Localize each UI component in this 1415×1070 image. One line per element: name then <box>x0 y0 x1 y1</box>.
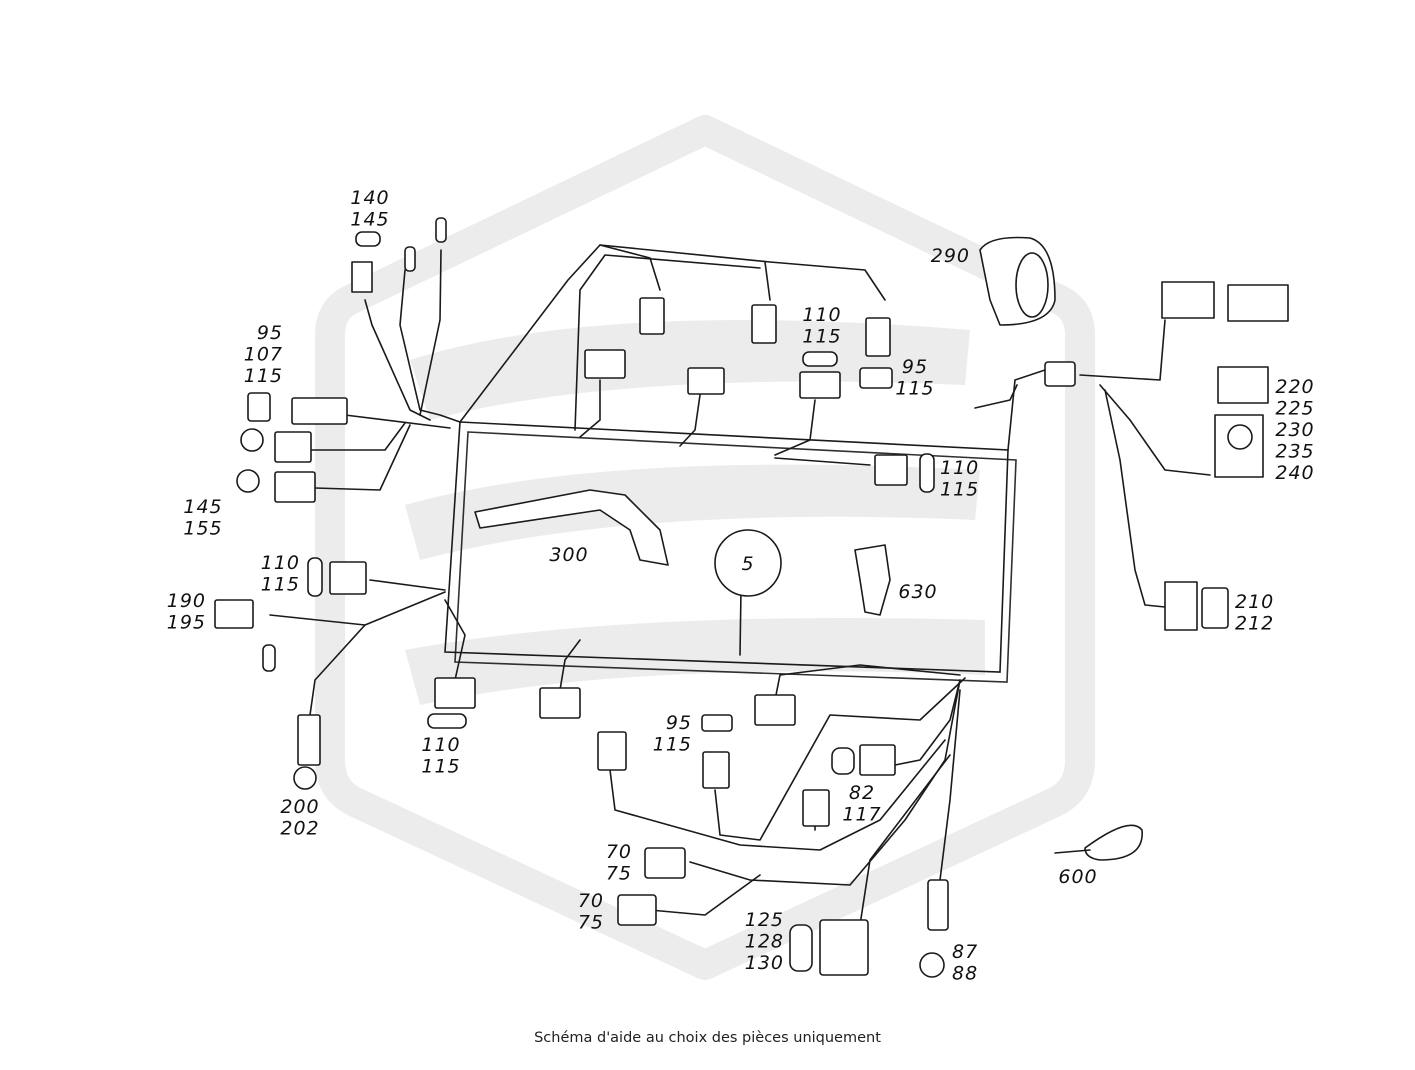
part-number-l-110-115-bottom-1: 115 <box>421 756 460 778</box>
part-number-l-110-115-left-1: 115 <box>261 574 300 596</box>
part-number-l-220-240-4: 240 <box>1275 462 1314 484</box>
part-number-l-145-155-0: 145 <box>183 496 222 518</box>
part-number-l-145-155-1: 155 <box>183 518 222 540</box>
part-number-l-630-0: 630 <box>898 581 937 603</box>
connector-125-130 <box>789 919 869 976</box>
connector-bottom-row <box>427 677 896 827</box>
part-number-l-200-202-1: 202 <box>280 818 319 840</box>
part-number-labels: 1401459510711514515511011595115110115290… <box>167 187 1314 985</box>
part-number-l-87-88-0: 87 <box>952 941 978 963</box>
part-number-l-110-115-right-1: 115 <box>940 479 979 501</box>
part-number-l-290-0: 290 <box>931 245 970 267</box>
part-number-l-190-195-1: 195 <box>167 612 206 634</box>
connector-145-155 <box>236 428 316 503</box>
connector-top-row <box>584 297 893 399</box>
part-number-l-95-115-top-1: 115 <box>895 378 934 400</box>
part-number-l-125-130-2: 130 <box>745 952 784 974</box>
caption: Schéma d'aide au choix des pièces unique… <box>534 1030 881 1046</box>
part-number-l-110-115-top-1: 115 <box>802 326 841 348</box>
callout-5 <box>714 529 782 597</box>
part-number-l-200-202-0: 200 <box>280 796 319 818</box>
grommet-290 <box>979 236 1076 387</box>
part-number-l-110-115-right-0: 110 <box>940 457 979 479</box>
part-number-l-300-0: 300 <box>549 544 588 566</box>
part-number-l-95-107-115-0: 95 <box>257 322 283 344</box>
wire-duct-300 <box>474 489 669 566</box>
part-number-l-95-107-115-2: 115 <box>244 365 283 387</box>
part-number-l-140-145-0: 140 <box>350 187 389 209</box>
part-number-l-95-115-bottom-1: 115 <box>653 734 692 756</box>
part-number-l-82-117-1: 117 <box>842 804 881 826</box>
part-number-l-190-195-0: 190 <box>167 590 206 612</box>
sensor-87-88 <box>919 879 949 978</box>
part-number-l-95-115-top-0: 95 <box>902 356 928 378</box>
switch-210-212 <box>1164 581 1229 631</box>
connector-70-75 <box>617 847 686 926</box>
bracket-630 <box>854 544 891 616</box>
part-number-l-220-240-2: 230 <box>1275 419 1314 441</box>
part-number-l-110-115-top-0: 110 <box>802 304 841 326</box>
connector-190-195 <box>214 599 276 672</box>
part-number-l-70-75-b-0: 70 <box>578 890 604 912</box>
part-number-l-82-117-0: 82 <box>849 782 875 804</box>
part-number-l-220-240-0: 220 <box>1275 376 1314 398</box>
main-harness-trunk <box>269 244 1211 926</box>
part-number-l-125-130-1: 128 <box>745 931 784 953</box>
part-number-l-210-212-1: 212 <box>1235 613 1274 635</box>
connector-110-115-left <box>307 557 367 597</box>
part-number-l-95-115-bottom-0: 95 <box>666 712 692 734</box>
sensor-200-202 <box>293 714 321 790</box>
connector-110-115-right <box>874 453 935 493</box>
part-number-l-125-130-0: 125 <box>745 909 784 931</box>
part-number-l-87-88-1: 88 <box>952 963 978 985</box>
part-number-l-70-75-a-1: 75 <box>606 863 632 885</box>
control-unit-220-240 <box>1161 281 1289 478</box>
part-number-l-70-75-b-1: 75 <box>578 912 604 934</box>
connector-95-107-115 <box>247 392 348 425</box>
part-number-l-220-240-1: 225 <box>1275 398 1314 420</box>
part-number-l-95-107-115-1: 107 <box>244 344 283 366</box>
part-number-l-140-145-1: 145 <box>350 209 389 231</box>
connector-140-145 <box>351 217 447 293</box>
callout-number: 5 <box>741 553 754 575</box>
part-number-l-110-115-left-0: 110 <box>261 552 300 574</box>
part-number-l-210-212-0: 210 <box>1235 591 1274 613</box>
part-number-l-220-240-3: 235 <box>1275 441 1314 463</box>
part-number-l-70-75-a-0: 70 <box>606 841 632 863</box>
cable-tie-600 <box>1054 824 1143 861</box>
part-number-l-600-0: 600 <box>1058 866 1097 888</box>
part-number-l-110-115-bottom-0: 110 <box>421 734 460 756</box>
